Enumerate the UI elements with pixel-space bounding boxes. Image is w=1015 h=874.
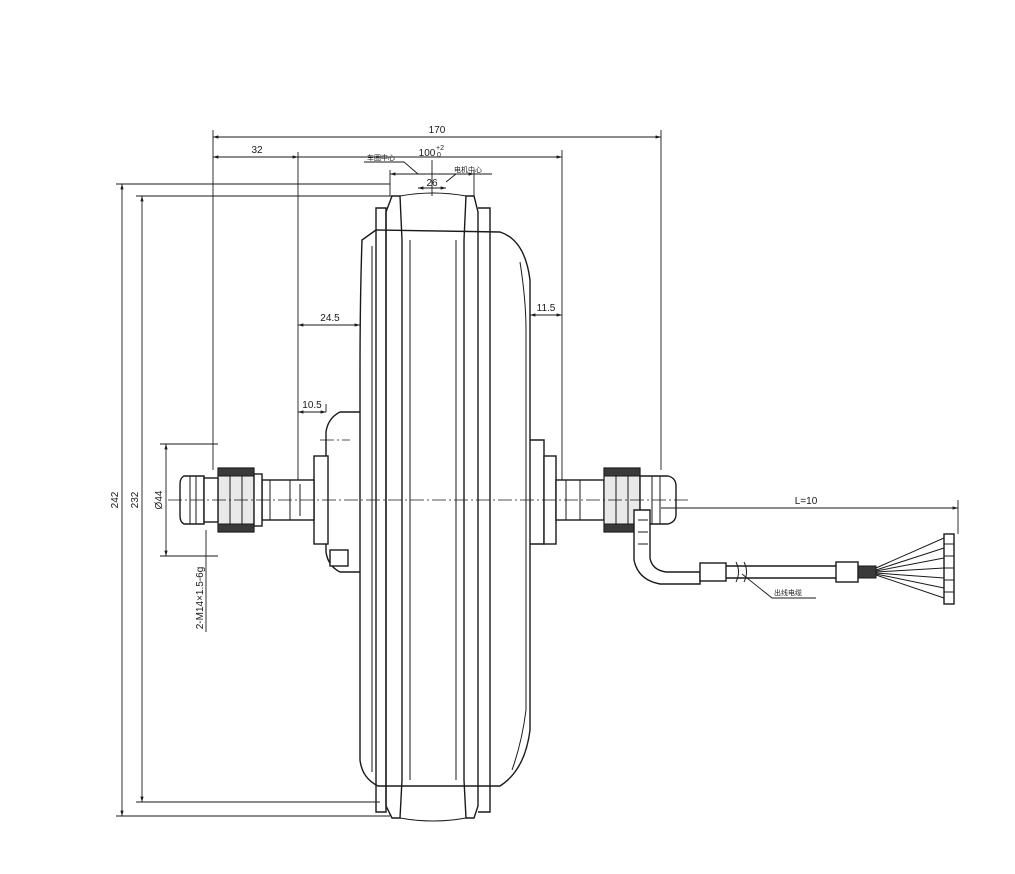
dim-outer-diameter: 242 (110, 491, 121, 508)
right-bearing-boss (530, 439, 545, 545)
rim-right-lip (478, 207, 491, 813)
hub-shell-inner (371, 246, 527, 772)
dim-overall-width: 170 (429, 125, 446, 136)
dim-small-offset: 26 (426, 178, 438, 189)
dimension-lines (116, 130, 959, 817)
dim-shaft-diameter: Ø44 (154, 490, 165, 509)
note-motor-center: 电机中心 (454, 165, 482, 174)
left-cap-notch (329, 549, 349, 567)
dimension-labels: 170 32 100 +2 0 26 24.5 11.5 10.5 242 23… (110, 125, 818, 629)
cable-sleeve-left (699, 562, 727, 582)
rim-left-flange (375, 207, 387, 813)
output-cable (633, 509, 955, 605)
dim-left-offset: 32 (251, 145, 263, 156)
left-bearing-boss (325, 411, 360, 573)
rim-left-wall (385, 195, 403, 819)
hub-shell (359, 229, 531, 787)
rim-top (399, 192, 467, 197)
rim-right-flange (463, 195, 479, 819)
rim-inner-lines (409, 240, 457, 780)
dim-rim-diameter: 232 (130, 491, 141, 508)
note-rim-center: 车圈中心 (367, 153, 395, 162)
dim-cable-length: L=10 (795, 496, 818, 507)
dim-shaft-shoulder: 10.5 (302, 400, 322, 411)
rim-bottom (399, 817, 467, 822)
cable-jacket (726, 565, 836, 579)
hub-motor-body (313, 192, 557, 822)
dim-rim-tol-lower: 0 (437, 152, 441, 159)
cable-sleeve-right (835, 561, 859, 583)
dim-flange-right: 11.5 (537, 303, 556, 314)
cable-wires (875, 537, 945, 599)
note-cable-label: 出线电缆 (774, 588, 802, 597)
dim-flange-left: 24.5 (320, 313, 340, 324)
dim-rim-tol-upper: +2 (436, 145, 444, 152)
dim-thread-spec: 2-M14×1.5-6g (195, 567, 206, 630)
dim-rim-width: 100 (419, 148, 436, 159)
wire-connector (943, 533, 955, 605)
